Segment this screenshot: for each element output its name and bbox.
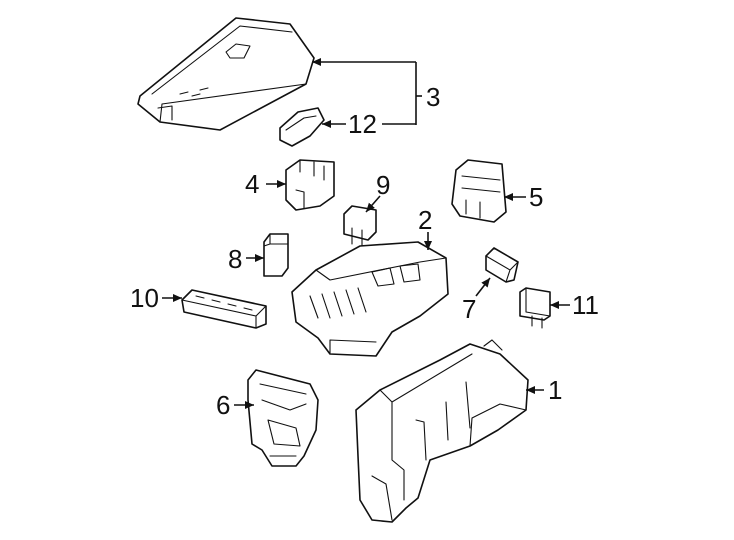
part-1-tray — [355, 339, 529, 523]
callout-labels: 3 12 4 9 5 2 8 10 7 11 6 1 — [130, 82, 599, 420]
part-2-fuse-box — [291, 241, 449, 357]
part-7-fuse — [485, 247, 519, 283]
callout-1: 1 — [548, 375, 562, 405]
leader-7 — [475, 277, 491, 297]
part-8-fuse — [263, 233, 289, 277]
part-3-cover — [137, 17, 315, 131]
leader-9 — [365, 195, 381, 213]
part-5-module — [451, 159, 507, 223]
part-10-fuse-strip — [181, 289, 267, 329]
part-4-bracket — [285, 159, 335, 211]
part-12-clip — [279, 107, 325, 147]
callout-3: 3 — [426, 82, 440, 112]
callout-5: 5 — [529, 182, 543, 212]
callout-2: 2 — [418, 205, 432, 235]
callout-8: 8 — [228, 244, 242, 274]
part-6-mount-bracket — [247, 369, 319, 467]
callout-10: 10 — [130, 283, 159, 313]
callout-6: 6 — [216, 390, 230, 420]
part-11-relay — [519, 287, 551, 329]
leader-lines — [162, 58, 570, 409]
callout-12: 12 — [348, 109, 377, 139]
callout-4: 4 — [245, 169, 259, 199]
callout-9: 9 — [376, 170, 390, 200]
callout-7: 7 — [462, 294, 476, 324]
part-9-relay — [343, 205, 377, 247]
callout-11: 11 — [572, 290, 599, 320]
